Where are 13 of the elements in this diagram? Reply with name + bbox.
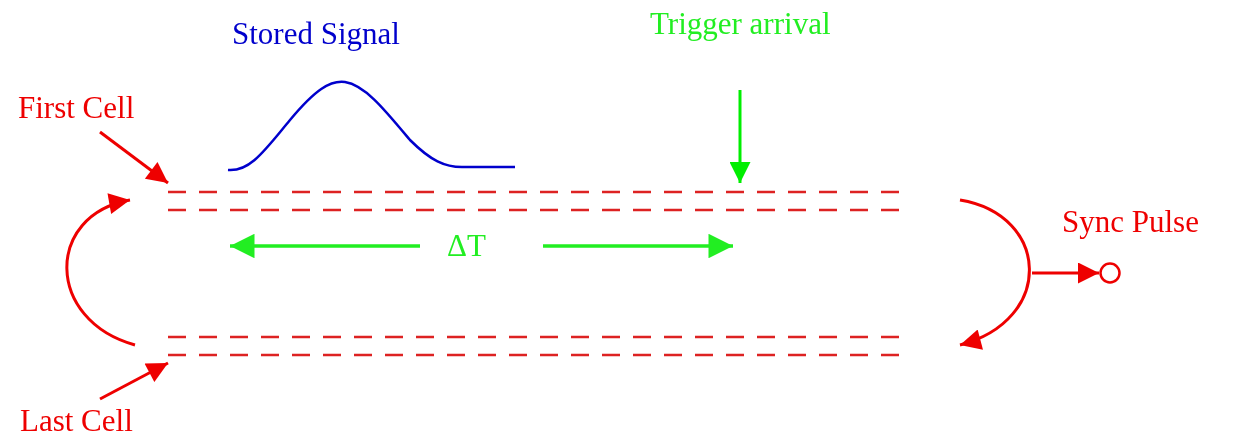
- arrow: [99, 130, 169, 185]
- output-terminal: [1099, 262, 1121, 284]
- output-label: Sync Pulse: [1062, 206, 1199, 237]
- arrow: [99, 361, 169, 401]
- cell-label: Last Cell: [20, 405, 133, 436]
- arrow: [65, 195, 136, 347]
- arrow: [729, 90, 751, 183]
- arrow: [959, 198, 1031, 348]
- arrow: [1032, 262, 1099, 284]
- signal-label: Stored Signal: [232, 18, 400, 49]
- cell-label: First Cell: [18, 92, 135, 123]
- trigger-label: Trigger arrival: [650, 8, 831, 39]
- time-interval-label: ΔT: [447, 230, 486, 261]
